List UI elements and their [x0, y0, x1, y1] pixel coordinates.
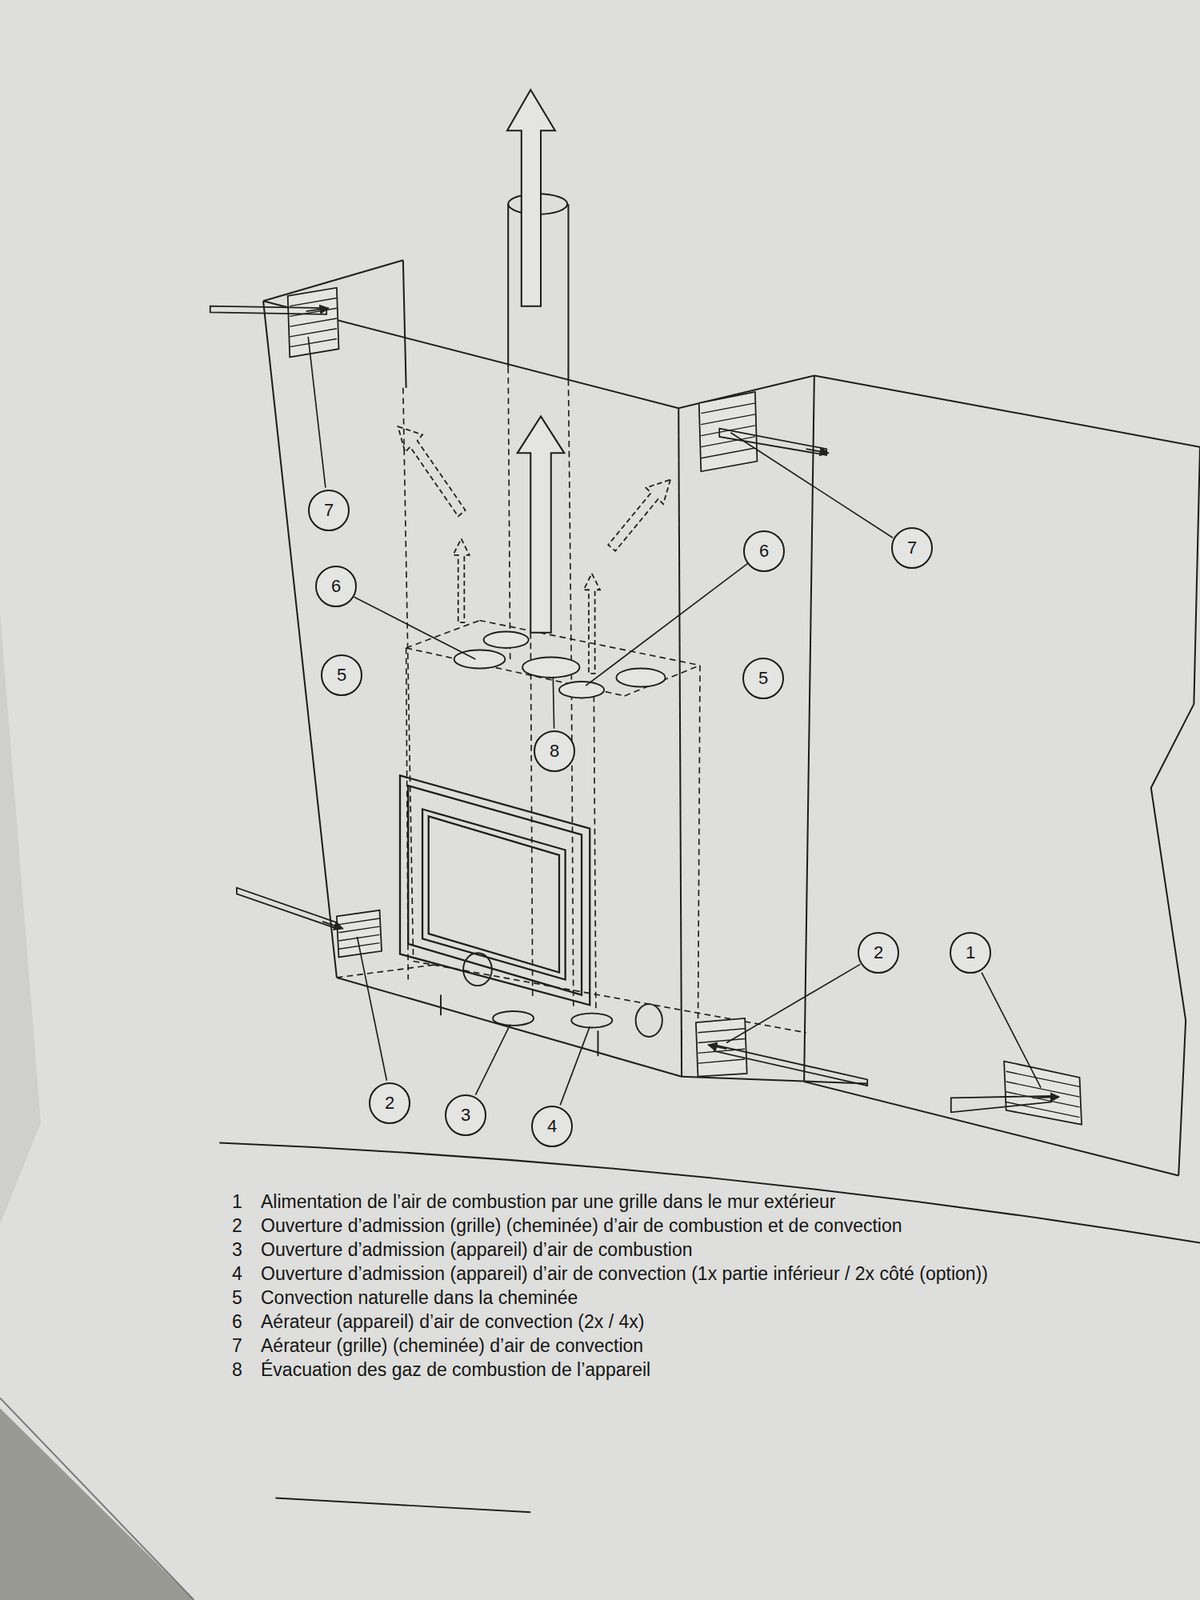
callout-circle: 7: [891, 527, 933, 569]
callout-circle: 6: [315, 565, 357, 608]
callout-circle: 5: [742, 657, 784, 700]
callout-circle: 8: [533, 730, 576, 772]
legend-number: 5: [232, 1286, 243, 1310]
legend-text: Évacuation des gaz de combustion de l’ap…: [260, 1358, 1181, 1382]
legend-text: Aérateur (grille) (cheminée) d’air de co…: [260, 1334, 1181, 1358]
callout-number: 6: [759, 542, 769, 560]
legend-text: Convection naturelle dans la cheminée: [260, 1286, 1181, 1310]
legend-number: 6: [232, 1310, 243, 1334]
callout-number: 6: [331, 577, 341, 596]
callout-circle: 4: [531, 1105, 573, 1148]
legend-text: Ouverture d’admission (appareil) d’air d…: [260, 1262, 1181, 1286]
callout-circle: 2: [368, 1082, 411, 1124]
callout-circle: 6: [743, 530, 785, 572]
callout-number: 2: [873, 944, 884, 962]
callout-number: 2: [384, 1094, 395, 1112]
callout-circle: 5: [320, 654, 363, 696]
legend-number: 4: [232, 1262, 243, 1286]
callout-number: 3: [460, 1106, 471, 1124]
legend-number: 2: [232, 1214, 243, 1238]
callout-circle: 7: [308, 489, 350, 532]
legend-text: Ouverture d’admission (grille) (cheminée…: [260, 1214, 1181, 1238]
legend-number: 7: [232, 1334, 243, 1358]
legend-text: Aérateur (appareil) d’air de convection …: [260, 1310, 1181, 1334]
callout-number: 8: [549, 742, 560, 760]
legend-number: 1: [232, 1190, 243, 1214]
legend-number: 3: [232, 1238, 243, 1262]
legend-number: 8: [232, 1358, 243, 1382]
callout-number: 5: [336, 666, 347, 684]
callout-number: 7: [907, 539, 917, 557]
callout-number: 7: [324, 501, 334, 520]
legend-text: Alimentation de l’air de combustion par …: [260, 1190, 1181, 1214]
callout-number: 4: [547, 1117, 557, 1136]
callout-circle: 3: [444, 1094, 487, 1136]
callout-circle: 1: [949, 932, 992, 974]
legend-text: Ouverture d’admission (appareil) d’air d…: [260, 1238, 1181, 1262]
callout-circle: 2: [857, 932, 900, 974]
callout-number: 1: [965, 944, 976, 962]
callout-number: 5: [758, 669, 768, 688]
